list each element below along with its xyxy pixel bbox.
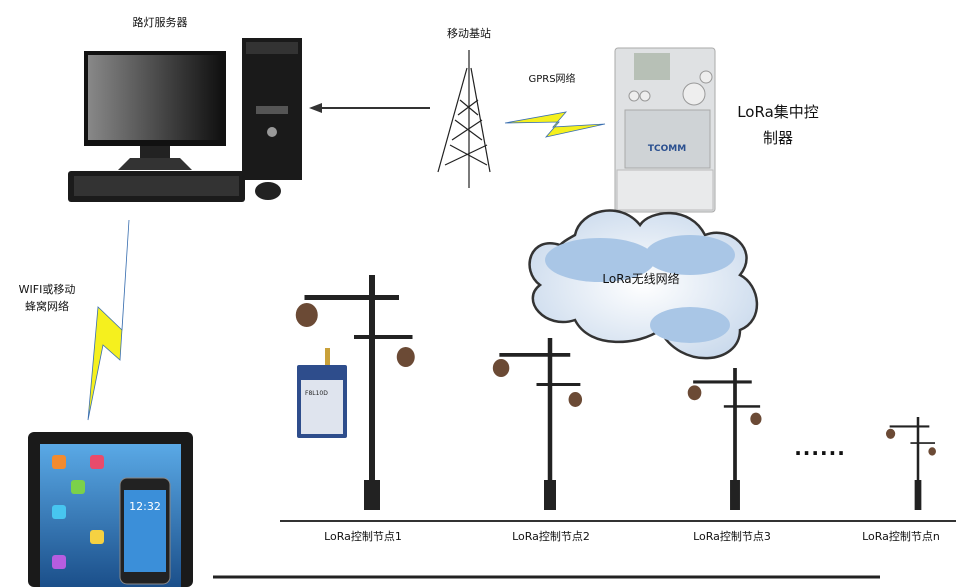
wifi-label-line2: 蜂窝网络 — [24, 300, 69, 313]
cell-tower-icon — [437, 50, 491, 188]
gprs-lightning-icon — [504, 111, 606, 138]
base-station-label: 移动基站 — [447, 27, 491, 40]
controller-label-line2: 制器 — [762, 129, 793, 147]
street-lamp-icon — [492, 338, 583, 510]
node-label-2: LoRa控制节点2 — [512, 530, 590, 543]
street-lamp-icon — [295, 275, 415, 510]
wifi-label-line1: WIFI或移动 — [18, 283, 76, 296]
wifi-lightning-icon — [87, 219, 130, 421]
arrow-to-server — [309, 103, 430, 113]
gprs-label: GPRS网络 — [528, 74, 576, 85]
tablet-phone-icon: 12:32 — [28, 432, 193, 587]
wifi-label: WIFI或移动 蜂窝网络 — [19, 281, 76, 315]
controller-brand: TCOMM — [648, 144, 686, 154]
lora-module-icon: F8L10D — [297, 348, 347, 438]
controller-label: LoRa集中控 制器 — [737, 99, 819, 151]
module-model: F8L10D — [305, 390, 328, 397]
node-label-1: LoRa控制节点1 — [324, 530, 402, 543]
lora-network-label: LoRa无线网络 — [602, 272, 680, 286]
lora-cloud-icon — [528, 209, 759, 360]
phone-time: 12:32 — [129, 500, 161, 513]
controller-label-line1: LoRa集中控 — [737, 103, 819, 121]
street-lamp-icon — [885, 417, 936, 510]
node-label-3: LoRa控制节点3 — [693, 530, 771, 543]
server-computer-icon — [68, 38, 302, 202]
node-label-n: LoRa控制节点n — [862, 530, 940, 543]
lora-controller-device-icon: TCOMM — [614, 47, 716, 213]
ellipsis: ...... — [794, 436, 846, 460]
street-lamp-icon — [687, 368, 762, 510]
server-label: 路灯服务器 — [132, 16, 188, 29]
